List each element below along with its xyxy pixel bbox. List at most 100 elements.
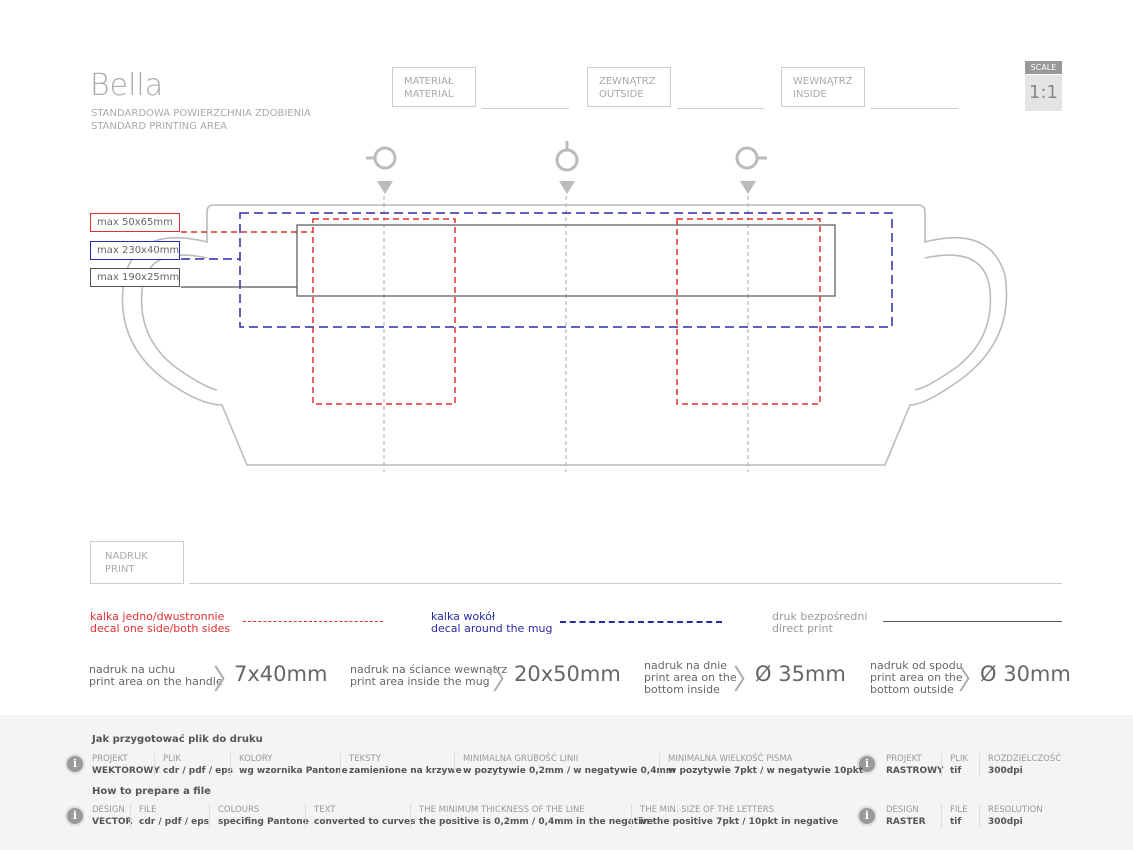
footer-cell: FILE cdr / pdf / eps [130, 804, 209, 828]
footer-cell-value: 300dpi [988, 817, 1023, 827]
chevron-right-icon: 〉 [492, 663, 521, 696]
subtitle-pl: STANDARDOWA POWIERZCHNIA ZDOBIENIA [91, 108, 311, 119]
box-label-en: OUTSIDE [599, 89, 644, 100]
box-label-pl: MATERIAŁ [404, 76, 454, 87]
material-field [482, 108, 569, 109]
outside-field [677, 108, 764, 109]
decal-right-area [676, 218, 821, 405]
area-pl: nadruk na uchu [89, 663, 176, 676]
legend-pl: druk bezpośredni [772, 610, 868, 623]
footer-cell-value: the positive is 0,2mm / 0,4mm in the neg… [419, 817, 654, 827]
footer-cell-value: cdr / pdf / eps [139, 817, 210, 827]
area-en2: bottom outside [870, 683, 954, 696]
area-handle-value: 7x40mm [234, 662, 328, 686]
area-pl: nadruk od spodu [870, 659, 963, 672]
outside-box: ZEWNĄTRZ OUTSIDE [587, 67, 671, 107]
footer-cell-label: RESOLUTION [988, 805, 1043, 815]
print-en: PRINT [105, 564, 135, 575]
footer-cell-label: TEXT [314, 805, 336, 815]
footer-cell-label: PROJEKT [886, 754, 922, 764]
footer-cell-value: tif [950, 817, 962, 827]
legend-en: direct print [772, 622, 833, 635]
view-right-icon [735, 146, 767, 194]
area-pl: nadruk na dnie [644, 659, 728, 672]
legend-blue-line [560, 621, 722, 623]
direct-print-area [296, 224, 836, 297]
footer-title-en: How to prepare a file [92, 786, 211, 797]
footer-cell-label: THE MINIMUM THICKNESS OF THE LINE [419, 805, 585, 815]
legend-en: decal around the mug [431, 622, 553, 635]
footer-cell-label: DESIGN [92, 805, 125, 815]
footer-cell: DESIGN VECTOR [92, 804, 132, 828]
footer-cell-label: TEKSTY [349, 754, 381, 764]
mug-diagram [121, 141, 1008, 472]
footer-cell: FILE tif [941, 804, 968, 828]
mug-outline [121, 204, 1008, 466]
center-lines [383, 196, 749, 472]
area-en2: bottom inside [644, 683, 720, 696]
legend-gray-line [883, 621, 1062, 622]
box-label-pl: ZEWNĄTRZ [599, 76, 656, 87]
footer-cell-label: MINIMALNA WIELKOŚĆ PISMA [668, 754, 793, 764]
footer-cell-value: cdr / pdf / eps [163, 766, 234, 776]
footer-cell-label: PLIK [950, 754, 968, 764]
chevron-right-icon: 〉 [733, 663, 762, 696]
footer-cell-label: ROZDZIELCZOŚĆ [988, 754, 1062, 764]
view-left-icon [366, 146, 397, 194]
footer-cell-value: RASTER [886, 817, 926, 827]
footer-cell-label: FILE [950, 805, 968, 815]
decal-around-area [239, 212, 893, 328]
file-preparation-footer: Jak przygotować plik do druku i i How to… [0, 715, 1133, 850]
footer-cell-value: zamienione na krzywe [349, 766, 462, 776]
legend-pl: kalka wokół [431, 610, 495, 623]
footer-cell-value: in the positive 7pkt / 10pkt in negative [640, 817, 839, 827]
footer-cell: TEKSTY zamienione na krzywe [340, 753, 462, 777]
info-icon: i [857, 806, 877, 826]
footer-cell: THE MIN. SIZE OF THE LETTERS in the posit… [631, 804, 838, 828]
area-pl: nadruk na ściance wewnątrz [350, 663, 508, 676]
decal-left-area [312, 218, 456, 405]
footer-cell: PLIK tif [941, 753, 968, 777]
area-inside-value: 20x50mm [514, 662, 621, 686]
chevron-right-icon: 〉 [958, 663, 987, 696]
view-front-icon [555, 141, 579, 194]
inside-field [871, 108, 958, 109]
area-bottom-inside-value: Ø 35mm [755, 662, 846, 686]
subtitle-en: STANDARD PRINTING AREA [91, 121, 228, 132]
info-icon: i [65, 806, 85, 826]
print-divider [189, 583, 1062, 584]
info-icon: i [65, 754, 85, 774]
footer-cell-label: PROJEKT [92, 754, 128, 764]
footer-cell-label: FILE [139, 805, 157, 815]
footer-cell-value: tif [950, 766, 962, 776]
footer-cell-value: VECTOR [92, 817, 133, 827]
footer-cell: TEXT converted to curves [305, 804, 415, 828]
product-title: Bella [90, 68, 164, 103]
footer-cell-label: THE MIN. SIZE OF THE LETTERS [640, 805, 775, 815]
footer-cell-value: converted to curves [314, 817, 416, 827]
footer-cell-label: PLIK [163, 754, 181, 764]
footer-cell-value: w pozytywie 0,2mm / w negatywie 0,4mm [463, 766, 676, 776]
scale-value: 1:1 [1025, 75, 1062, 111]
footer-cell-value: specifing Pantone [218, 817, 309, 827]
scale-label: SCALE [1025, 61, 1062, 74]
legend-red-line [243, 621, 383, 622]
footer-title-pl: Jak przygotować plik do druku [92, 734, 263, 745]
footer-cell-value: wg wzornika Pantone [239, 766, 348, 776]
